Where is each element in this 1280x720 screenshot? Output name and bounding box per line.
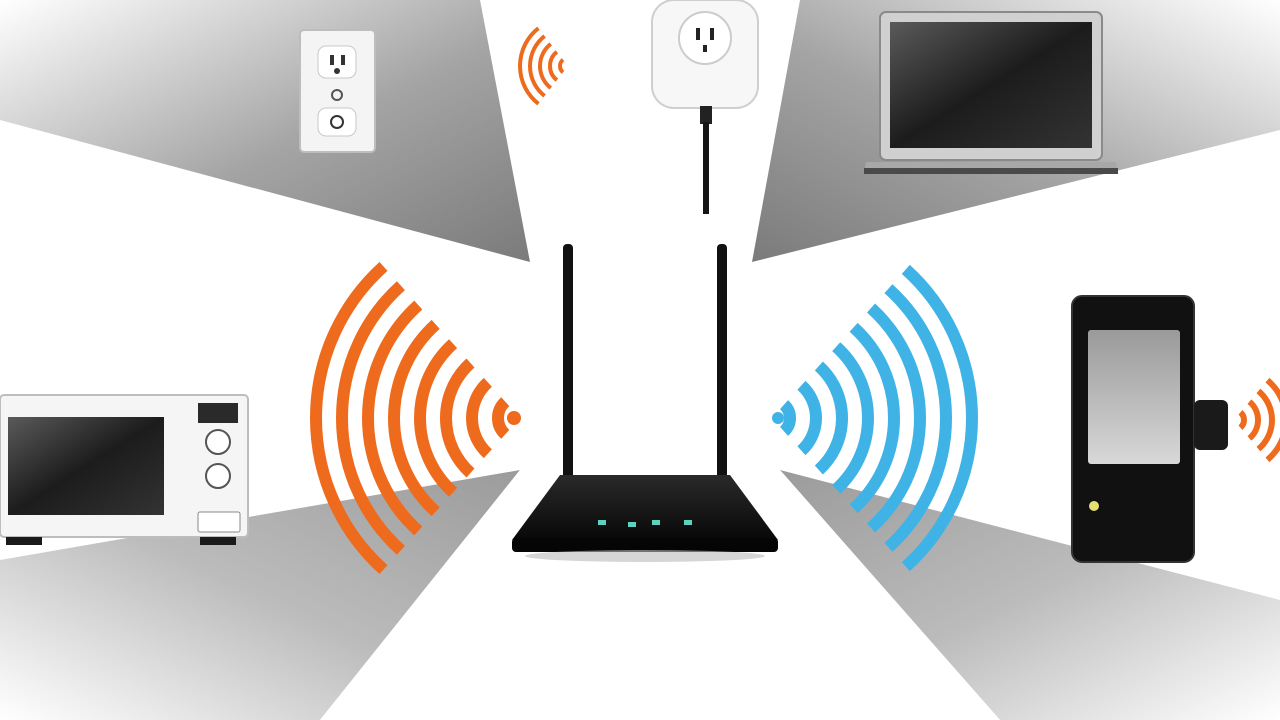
signal-arc	[414, 339, 458, 497]
cordless-phone	[1071, 295, 1228, 563]
signal-source-dot	[507, 411, 521, 425]
signal-arc	[901, 264, 978, 572]
signal-arc	[849, 322, 900, 514]
signal-arc	[518, 26, 540, 106]
signal-arc	[492, 397, 510, 439]
wall-top-left	[0, 0, 530, 262]
signal-arc	[336, 281, 405, 555]
signal-waves-orange-left	[310, 261, 521, 575]
wall-highlight-left	[0, 150, 530, 262]
signal-arc	[1256, 388, 1275, 452]
signal-arc	[814, 361, 848, 475]
signal-arc	[538, 42, 553, 90]
signal-arc	[832, 342, 874, 494]
signal-arc	[388, 319, 440, 517]
microwave	[0, 394, 249, 545]
signal-arc	[1265, 377, 1280, 463]
signal-arc	[548, 50, 559, 82]
wall-outlet	[299, 29, 376, 153]
signal-arc	[779, 400, 796, 436]
signal-arc	[1238, 410, 1247, 430]
floor-center	[320, 470, 1000, 720]
laptop	[864, 11, 1118, 174]
signal-arc	[310, 261, 388, 575]
signal-arc	[466, 377, 493, 459]
signal-waves-blue-right	[772, 264, 978, 572]
signal-arc	[362, 300, 423, 536]
signal-arc	[528, 34, 546, 98]
signal-waves-orange-far-right	[1238, 377, 1280, 463]
smart-plug	[651, 0, 759, 214]
signal-arc	[884, 284, 952, 552]
signal-waves-orange-top	[518, 26, 565, 106]
wifi-router	[512, 244, 778, 562]
signal-source-dot	[772, 412, 784, 424]
signal-arc	[867, 303, 926, 533]
signal-arc	[558, 58, 565, 74]
signal-arc	[440, 358, 475, 478]
signal-arc	[1247, 399, 1261, 441]
signal-arc	[797, 380, 822, 456]
